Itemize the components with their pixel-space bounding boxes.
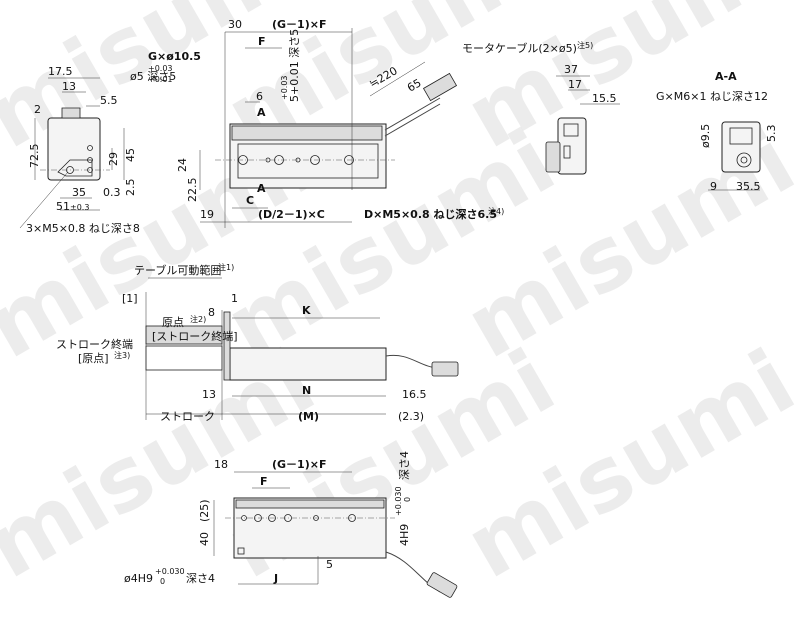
bottom-pin-tol-sup: +0.030 — [394, 486, 403, 516]
section-aa-body — [721, 121, 761, 173]
bottom-pin-tol-sub: 0 — [403, 497, 412, 502]
front-origin-bracket: [原点] — [78, 352, 109, 365]
bottom-pin-tol-sup2: +0.030 — [155, 567, 185, 576]
end-view: 37 17 15.5 — [545, 63, 620, 175]
bottom-view: 18 (G－1)×F F (25) 40 4H9 +0.030 0 深さ4 ø4… — [124, 451, 458, 598]
top-slot-tol: +0.03 — [280, 75, 289, 100]
front-dim-1: 1 — [231, 292, 238, 305]
motor-cable-label: モータケーブル(2×ø5) — [462, 41, 577, 55]
side-m5-callout: 3×M5×0.8 ねじ深さ8 — [26, 222, 140, 235]
dim-17-5: 17.5 — [48, 65, 73, 78]
bottom-dim-5: 5 — [326, 558, 333, 571]
end-dim-15-5: 15.5 — [592, 92, 617, 105]
top-g-hole: G×ø10.5 — [148, 50, 201, 63]
top-dim-6: 6 — [256, 90, 263, 103]
dim-2-5: 2.5 — [124, 179, 137, 197]
bottom-dim-40: 40 — [198, 532, 211, 546]
bottom-dim-18: 18 — [214, 458, 228, 471]
section-mark-a-bottom: A — [257, 182, 266, 195]
front-b1: [1] — [122, 292, 138, 305]
top-g-hole-depth: ø5 深さ5 — [130, 70, 176, 83]
top-dm5-note: 注4) — [488, 206, 504, 216]
front-dim-16-5: 16.5 — [402, 388, 427, 401]
top-slot: 5+0.01 深さ5 — [288, 29, 301, 102]
bottom-pin-hole-bottom: ø4H9 — [124, 572, 153, 585]
bottom-pin-bottom-depth: 深さ4 — [186, 572, 215, 585]
top-dim-65: 65 — [405, 76, 424, 94]
front-dim-n: N — [302, 384, 311, 397]
side-view-top-tab — [61, 107, 81, 119]
top-dim-d2c: (D/2－1)×C — [258, 208, 325, 221]
motor-cable-note: 注5) — [577, 40, 593, 50]
dim-51: 51 — [56, 200, 70, 213]
dim-51-tol: ±0.3 — [70, 203, 89, 212]
top-dim-19: 19 — [200, 208, 214, 221]
front-origin-bracket-note: 注3) — [114, 350, 130, 360]
end-dim-17: 17 — [568, 78, 582, 91]
front-stroke: ストローク — [160, 410, 215, 423]
top-dim-30: 30 — [228, 18, 242, 31]
front-table-range-note: 注1) — [218, 262, 234, 272]
dim-5-5: 5.5 — [100, 94, 118, 107]
dim-0-3: 0.3 — [103, 186, 121, 199]
dim-45: 45 — [124, 148, 137, 162]
section-aa-d9-5: ø9.5 — [699, 124, 712, 148]
bottom-dim-g1f: (G－1)×F — [272, 458, 326, 471]
front-dim-8: 8 — [208, 306, 215, 319]
dim-35: 35 — [72, 186, 86, 199]
bottom-pin-tol-sub2: 0 — [160, 577, 165, 586]
dim-72-5: 72.5 — [28, 144, 41, 169]
end-dim-37: 37 — [564, 63, 578, 76]
section-mark-a-top: A — [257, 106, 266, 119]
side-view: 17.5 13 5.5 2 72.5 29 45 35 0.3 51 ±0.3 … — [19, 65, 140, 235]
bottom-pin-hole: 4H9 — [398, 524, 411, 546]
section-aa-d9: 9 — [710, 180, 717, 193]
dim-29: 29 — [107, 152, 120, 166]
section-aa-d35-5: 35.5 — [736, 180, 761, 193]
front-origin: 原点 — [162, 316, 184, 329]
front-dim-k: K — [302, 304, 311, 317]
top-dim-g1f: (G－1)×F — [272, 18, 326, 31]
section-aa-d5-3: 5.3 — [765, 125, 778, 143]
cable-connector — [422, 72, 458, 102]
bottom-dim-f: F — [260, 475, 268, 488]
front-stroke-end-bracket: [ストローク終端] — [152, 329, 238, 343]
dim-2: 2 — [34, 103, 41, 116]
front-stroke-end: ストローク終端 — [56, 337, 133, 351]
front-dim-2-3: (2.3) — [398, 410, 424, 423]
section-aa: A-A G×M6×1 ねじ深さ12 ø9.5 5.3 9 35.5 — [656, 70, 778, 193]
top-g-hole-tol-sup: +0.03 — [148, 64, 173, 73]
top-view-rail — [231, 125, 383, 141]
front-table-range: テーブル可動範囲 — [134, 263, 221, 277]
front-origin-note: 注2) — [190, 314, 206, 324]
bottom-pin-depth: 深さ4 — [398, 451, 411, 480]
top-dm5-callout: D×M5×0.8 ねじ深さ6.5 — [364, 207, 497, 221]
bottom-dim-j: J — [273, 572, 278, 585]
front-view: テーブル可動範囲 注1) [1] 8 1 原点 注2) [ストローク終端] K … — [56, 262, 459, 423]
top-dim-22-5: 22.5 — [186, 178, 199, 203]
section-aa-title: A-A — [715, 70, 737, 83]
top-dim-24: 24 — [176, 158, 189, 172]
top-dim-c: C — [246, 194, 254, 207]
bottom-dim-25: (25) — [198, 499, 211, 522]
front-dim-13: 13 — [202, 388, 216, 401]
end-view-body — [557, 117, 587, 175]
motor-cable — [384, 97, 441, 131]
front-view-body — [229, 347, 387, 381]
front-dim-m: (M) — [298, 410, 319, 423]
top-g-hole-tol-sub: +0.01 — [148, 75, 173, 84]
dim-13: 13 — [62, 80, 76, 93]
section-aa-gm6: G×M6×1 ねじ深さ12 — [656, 90, 768, 103]
top-dim-f: F — [258, 35, 266, 48]
